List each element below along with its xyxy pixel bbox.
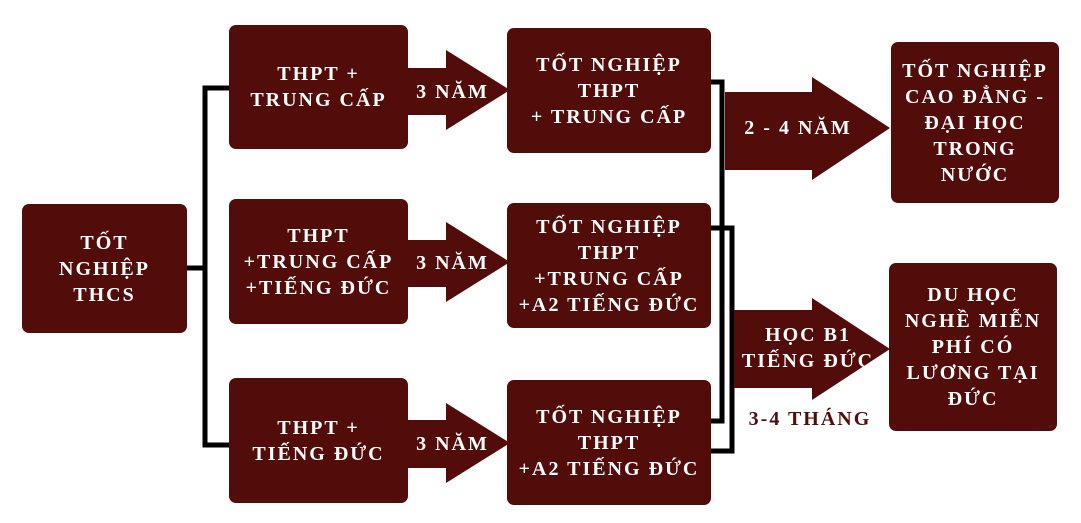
- duration-label-1: 3 NĂM: [416, 81, 489, 103]
- graduation-box-1: TỐT NGHIỆP THPT + TRUNG CẤP: [507, 28, 711, 153]
- abroad-duration-label: 3-4 THÁNG: [748, 408, 872, 430]
- connector-top: [711, 79, 725, 424]
- abroad-arrow-label: HỌC B1 TIẾNG ĐỨC: [741, 324, 875, 372]
- arrow-3nam-2: [408, 222, 510, 302]
- duration-label-3: 3 NĂM: [416, 433, 489, 455]
- graduation-box-3: TỐT NGHIỆP THPT +A2 TIẾNG ĐỨC: [507, 380, 711, 505]
- domestic-result-box: TỐT NGHIỆP CAO ĐẲNG - ĐẠI HỌC TRONG NƯỚC: [891, 42, 1059, 203]
- abroad-result-box: DU HỌC NGHỀ MIỄN PHÍ CÓ LƯƠNG TẠI ĐỨC: [889, 263, 1057, 431]
- program-box-1: THPT + TRUNG CẤP: [229, 25, 408, 149]
- connector-middle: [711, 225, 735, 454]
- arrow-3nam-3: [408, 403, 510, 483]
- arrow-3nam-1: [408, 50, 510, 130]
- bracket-left: [187, 85, 229, 448]
- start-box: TỐT NGHIỆP THCS: [22, 204, 187, 333]
- arrow-domestic: [725, 77, 890, 180]
- arrow-abroad: [734, 298, 890, 400]
- domestic-duration-label: 2 - 4 NĂM: [744, 117, 852, 139]
- program-box-3: THPT + TIẾNG ĐỨC: [229, 378, 408, 503]
- program-box-2: THPT +TRUNG CẤP +TIẾNG ĐỨC: [229, 199, 408, 324]
- duration-label-2: 3 NĂM: [416, 252, 489, 274]
- graduation-box-2: TỐT NGHIỆP THPT +TRUNG CẤP +A2 TIẾNG ĐỨC: [507, 203, 711, 328]
